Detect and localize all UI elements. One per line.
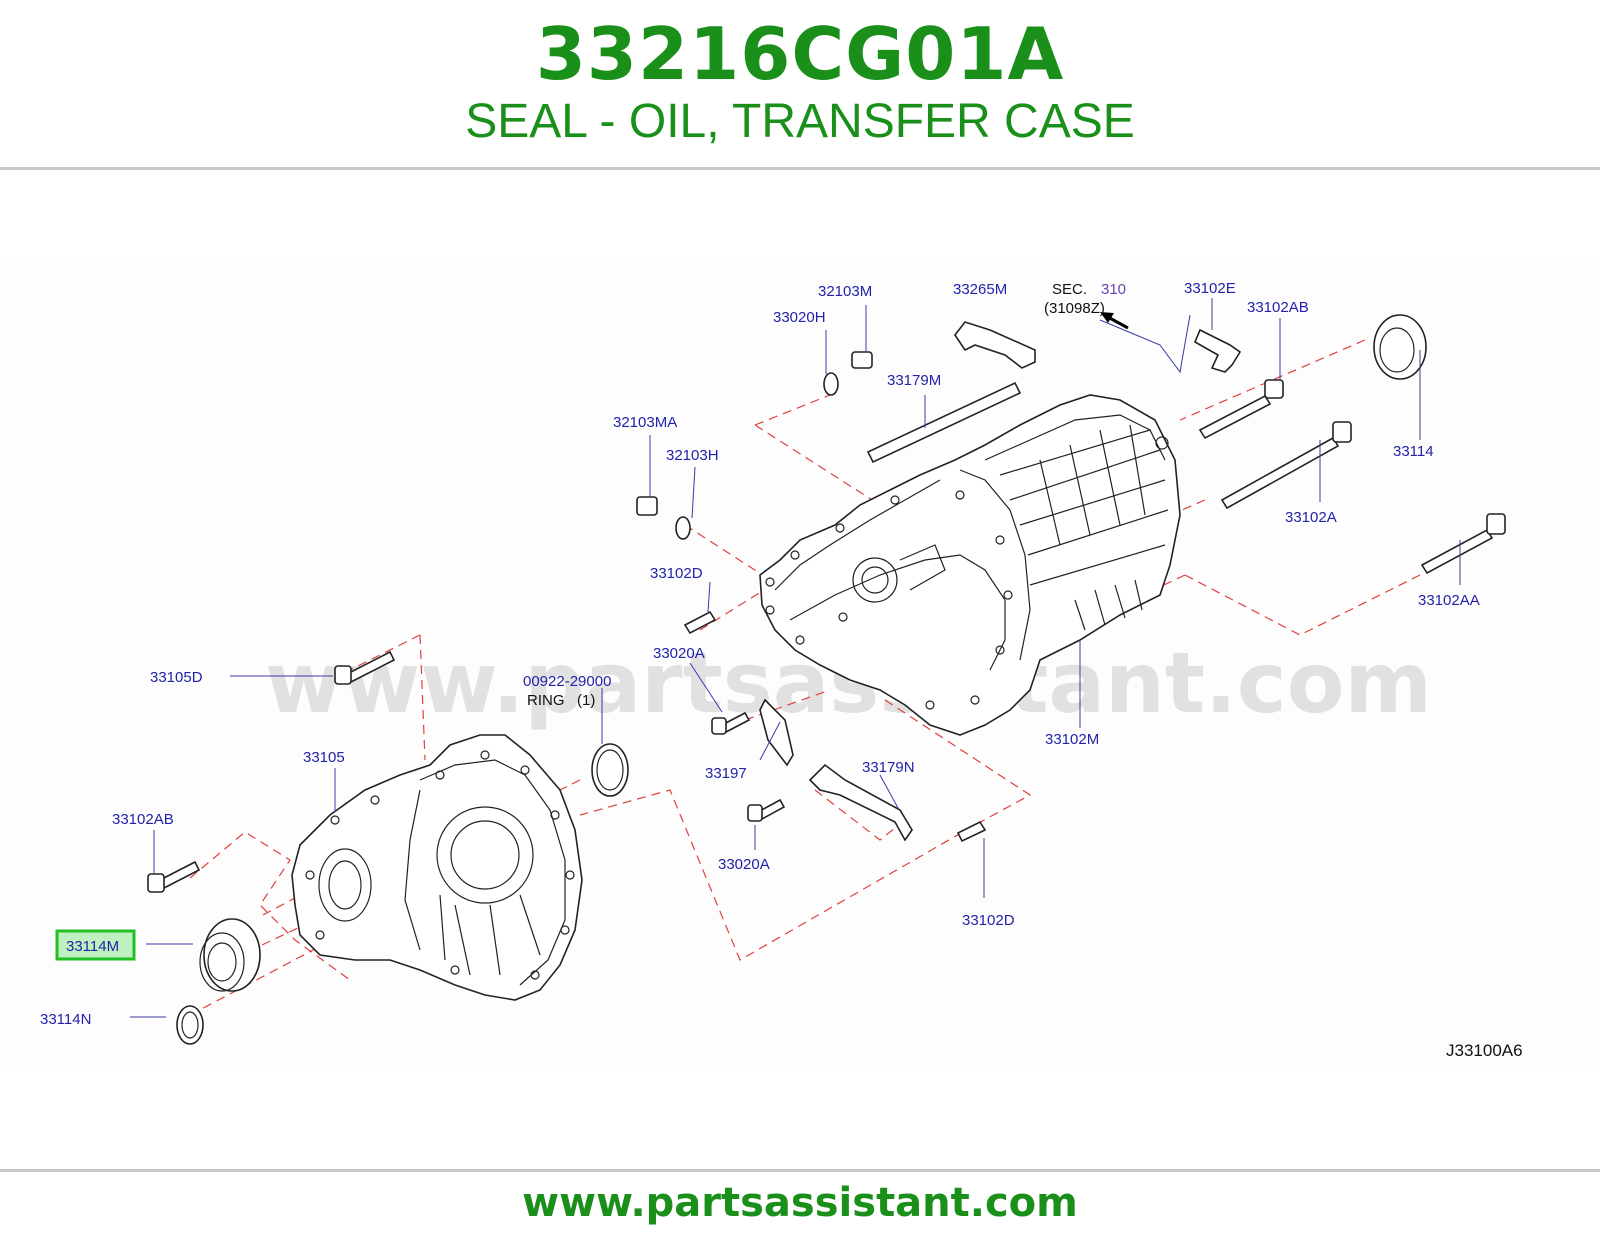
callout-33102AB-bottom[interactable]: 33102AB [112,811,174,828]
sec-sub-ref: (31098Z) [1044,300,1105,317]
part-number-title: 33216CG01A [535,12,1065,96]
callout-32103M[interactable]: 32103M [818,283,872,300]
highlighted-callout-33114M[interactable]: 33114M [55,929,136,961]
callout-33114N[interactable]: 33114N [40,1011,91,1028]
callout-33102E[interactable]: 33102E [1184,280,1236,297]
page-header: 33216CG01A SEAL - OIL, TRANSFER CASE [0,0,1600,168]
callout-33020H[interactable]: 33020H [773,309,826,326]
callout-33020A-bottom[interactable]: 33020A [718,856,770,873]
callout-33102D-top[interactable]: 33102D [650,565,703,582]
front-cover-housing [291,734,583,1001]
ring-part-number[interactable]: 00922-29000 [523,673,611,690]
ring-note-text: RING (1) [527,692,595,709]
header-divider [0,167,1600,170]
callout-33197[interactable]: 33197 [705,765,747,782]
callout-33102D-bottom[interactable]: 33102D [962,912,1015,929]
callout-33102AA[interactable]: 33102AA [1418,592,1480,609]
callout-32103MA[interactable]: 32103MA [613,414,677,431]
callout-33020A-top[interactable]: 33020A [653,645,705,662]
diagram-code: J33100A6 [1446,1041,1523,1060]
callout-33179M[interactable]: 33179M [887,372,941,389]
callout-labels: 32103M 33265M 33102E 33020H 33102AB 3317… [40,280,1480,1028]
callout-33102A[interactable]: 33102A [1285,509,1337,526]
sec-prefix: SEC. [1052,281,1087,298]
callout-33114M[interactable]: 33114M [66,938,119,955]
callout-33265M[interactable]: 33265M [953,281,1007,298]
exploded-parts-diagram [0,262,1600,1072]
part-description: SEAL - OIL, TRANSFER CASE [465,95,1135,148]
callout-33179N[interactable]: 33179N [862,759,915,776]
footer-url-link[interactable]: www.partsassistant.com [522,1180,1078,1226]
callout-33102AB-top[interactable]: 33102AB [1247,299,1309,316]
transfer-case-housing [759,394,1181,736]
callout-32103H[interactable]: 32103H [666,447,719,464]
callout-33102M[interactable]: 33102M [1045,731,1099,748]
small-parts [147,314,1506,1045]
callout-33105D[interactable]: 33105D [150,669,203,686]
callout-33105[interactable]: 33105 [303,749,345,766]
callout-33114[interactable]: 33114 [1393,443,1434,460]
leader-lines [130,298,1461,1018]
sec-arrowhead-icon [1100,312,1114,323]
footer-divider [0,1169,1600,1172]
sec-number-link[interactable]: 310 [1101,281,1126,298]
